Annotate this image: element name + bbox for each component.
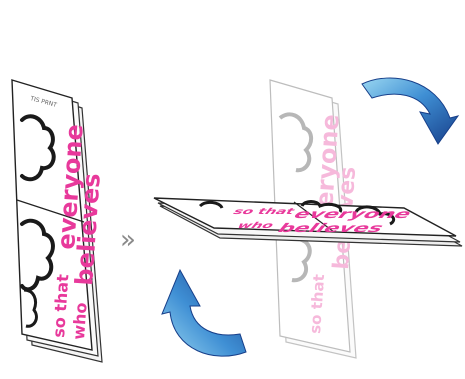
chevron-double-right-icon: » xyxy=(120,225,136,255)
rotate-counterclockwise-arrow-icon xyxy=(162,270,246,356)
flat-text-line2: everyone xyxy=(289,207,416,222)
folded-booklet-flat: so that everyone who believes xyxy=(154,198,462,246)
flat-text-line4: believes xyxy=(273,221,388,236)
folded-booklet-upright: TIS PRNT so that everyone who believes xyxy=(12,80,106,362)
rotate-clockwise-arrow-icon xyxy=(362,78,458,144)
flat-text-line1: so that xyxy=(230,207,298,216)
booklet-text-line3: who xyxy=(69,302,91,340)
